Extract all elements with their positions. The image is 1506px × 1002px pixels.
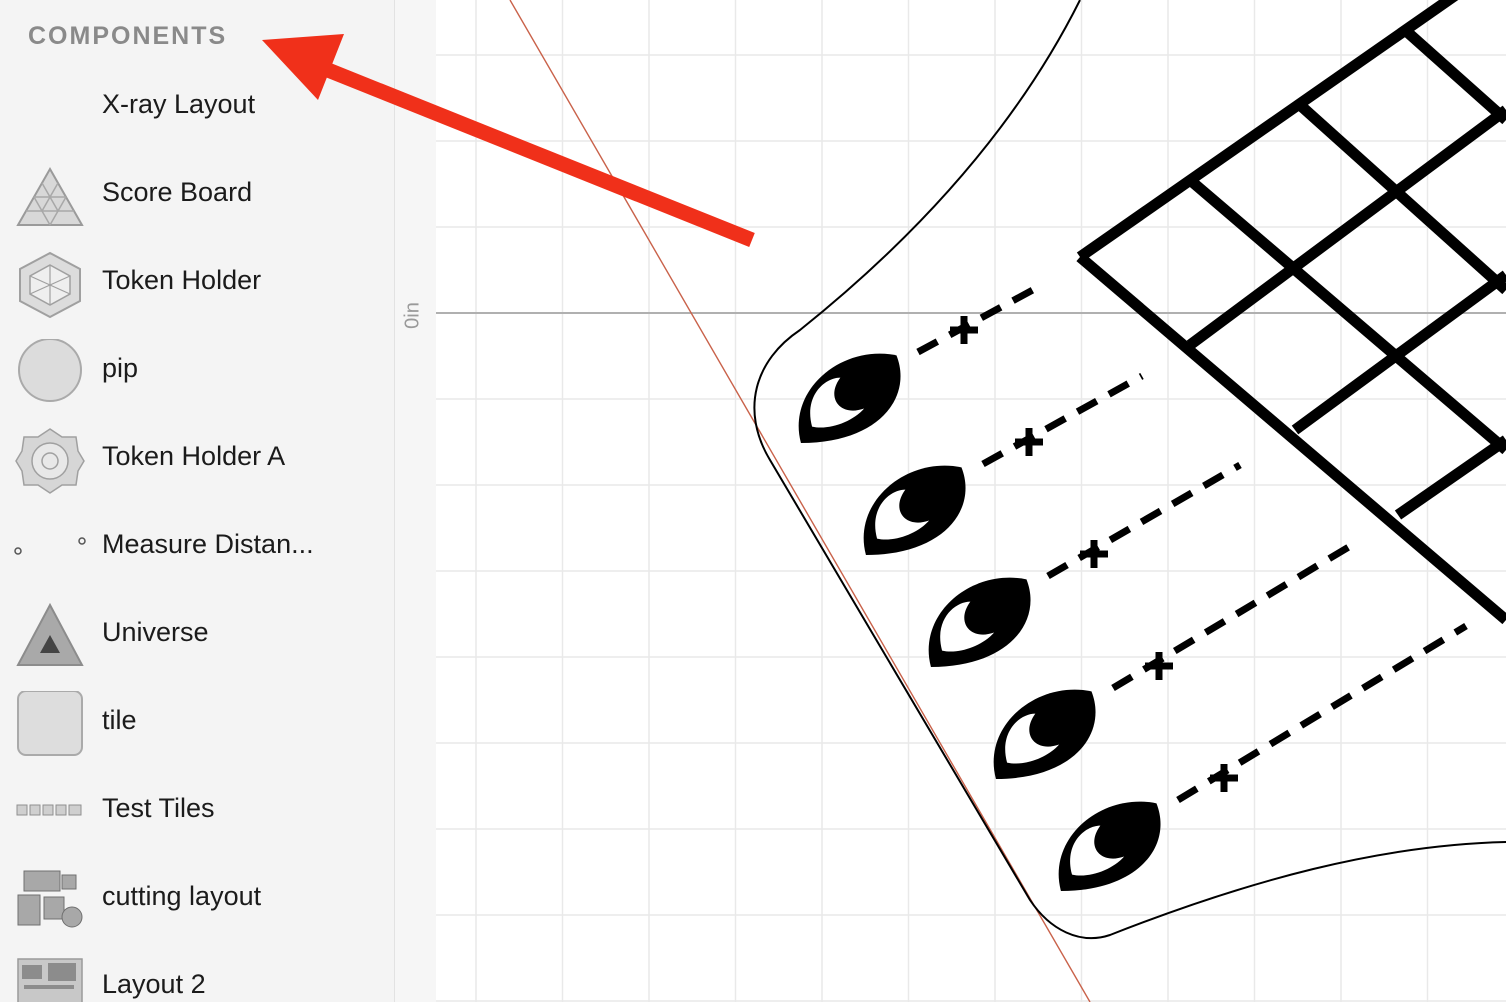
cutting-layout-icon xyxy=(17,870,83,928)
board-outline xyxy=(753,0,1506,940)
triangle-grid-icon xyxy=(16,166,84,226)
eye-icon xyxy=(993,689,1096,780)
component-label: pip xyxy=(102,353,139,383)
eye-icon xyxy=(1058,801,1161,892)
eye-icon xyxy=(798,353,901,444)
dots-icon xyxy=(14,537,86,555)
tile-strip-icon xyxy=(16,804,82,816)
component-item-measure-distance[interactable]: Measure Distan... xyxy=(0,503,394,591)
pyramid-icon xyxy=(16,603,84,666)
vertical-ruler xyxy=(395,0,436,1002)
ruler-origin-label: 0in xyxy=(401,302,424,329)
component-item-layout-2[interactable]: Layout 2 xyxy=(0,943,394,1002)
rounded-square-icon xyxy=(17,691,83,756)
canvas-artwork xyxy=(436,0,1506,1002)
eye-icon xyxy=(863,465,966,556)
hexagon-icon xyxy=(19,251,81,319)
component-label: Token Holder A xyxy=(102,441,286,471)
component-item-score-board[interactable]: Score Board xyxy=(0,151,394,239)
angle-guide-line xyxy=(509,0,1091,1002)
circle-icon xyxy=(18,339,82,402)
component-item-token-holder-a[interactable]: Token Holder A xyxy=(0,415,394,503)
x-ray-layout-thumbnail xyxy=(14,75,86,143)
component-item-cutting-layout[interactable]: cutting layout xyxy=(0,855,394,943)
component-label: Test Tiles xyxy=(102,793,215,823)
component-item-x-ray-layout[interactable]: X-ray Layout xyxy=(0,63,394,151)
component-item-token-holder[interactable]: Token Holder xyxy=(0,239,394,327)
component-item-tile[interactable]: tile xyxy=(0,679,394,767)
component-item-pip[interactable]: pip xyxy=(0,327,394,415)
eye-tokens xyxy=(798,353,1161,892)
component-label: Universe xyxy=(102,617,209,647)
component-label: cutting layout xyxy=(102,881,262,911)
component-label: Measure Distan... xyxy=(102,529,314,559)
design-canvas[interactable] xyxy=(436,0,1506,1002)
component-label: Token Holder xyxy=(102,265,262,295)
layout-icon xyxy=(17,958,83,1002)
components-heading: COMPONENTS xyxy=(28,22,228,50)
components-sidebar: COMPONENTS X-ray Layout Score Board Toke… xyxy=(0,0,395,1002)
component-label: Layout 2 xyxy=(102,969,206,999)
eye-icon xyxy=(928,577,1031,668)
score-grid xyxy=(1076,0,1506,625)
track-cross-marks xyxy=(950,316,1238,792)
component-label: X-ray Layout xyxy=(102,89,256,119)
component-label: tile xyxy=(102,705,137,735)
component-item-test-tiles[interactable]: Test Tiles xyxy=(0,767,394,855)
component-label: Score Board xyxy=(102,177,253,207)
mandala-icon xyxy=(15,428,85,494)
component-item-universe[interactable]: Universe xyxy=(0,591,394,679)
